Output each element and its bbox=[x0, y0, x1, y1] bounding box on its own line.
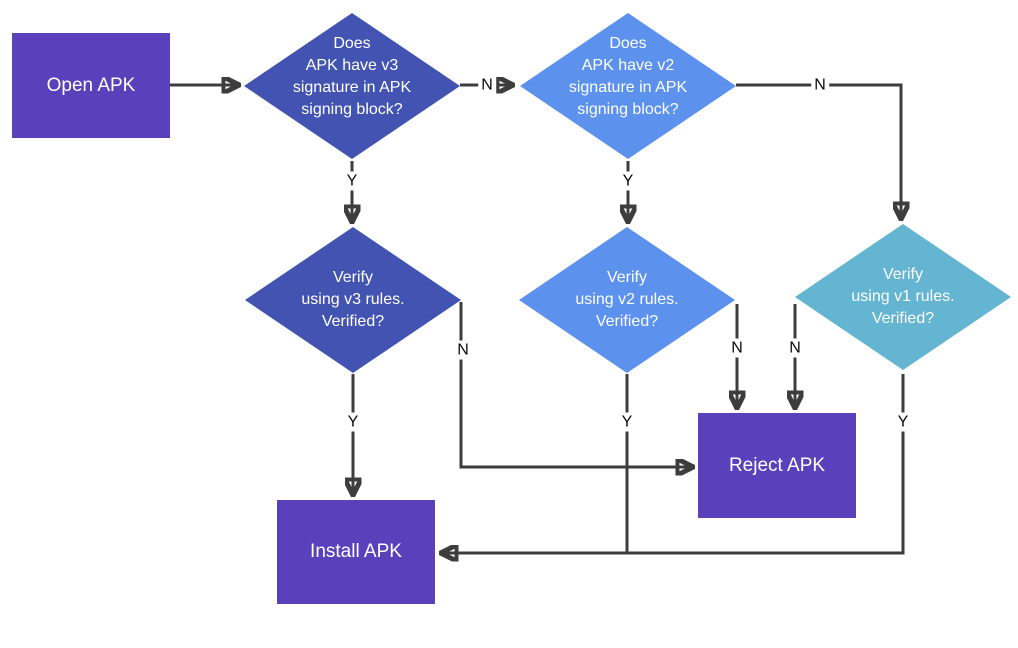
node-install-apk-label: Install APK bbox=[310, 541, 402, 562]
edge-label-v2question-no: N bbox=[811, 75, 829, 95]
edge-v2question-no-to-v1verify bbox=[736, 83, 901, 217]
edge-label-v3verify-no: N bbox=[454, 340, 472, 360]
node-open-apk-label: Open APK bbox=[46, 74, 136, 96]
node-v2-question-label: Does APK have v2 signature in APK signin… bbox=[568, 35, 688, 118]
edge-label-v2verify-no: N bbox=[728, 338, 746, 358]
node-install-apk: Install APK bbox=[277, 500, 435, 604]
node-v2-verify-label: Verify using v2 rules. Verified? bbox=[575, 269, 679, 330]
node-v1-verify-label: Verify using v1 rules. Verified? bbox=[851, 266, 955, 327]
edge-label-v2question-yes: Y bbox=[619, 171, 637, 191]
edge-label-v3question-no: N bbox=[478, 75, 496, 95]
node-reject-apk: Reject APK bbox=[698, 413, 856, 518]
edge-label-v1verify-no: N bbox=[786, 338, 804, 358]
node-reject-apk-label: Reject APK bbox=[728, 454, 826, 476]
edge-v1verify-yes-to-install bbox=[443, 374, 905, 553]
edge-label-v1verify-yes: Y bbox=[894, 412, 912, 432]
node-open-apk: Open APK bbox=[12, 33, 170, 138]
edge-label-v3verify-yes: Y bbox=[344, 412, 362, 432]
edge-label-v3question-yes: Y bbox=[343, 171, 361, 191]
node-v3-verify-label: Verify using v3 rules. Verified? bbox=[301, 269, 405, 330]
node-v3-question-label: Does APK have v3 signature in APK signin… bbox=[292, 35, 412, 118]
edge-label-v2verify-yes: Y bbox=[618, 412, 636, 432]
